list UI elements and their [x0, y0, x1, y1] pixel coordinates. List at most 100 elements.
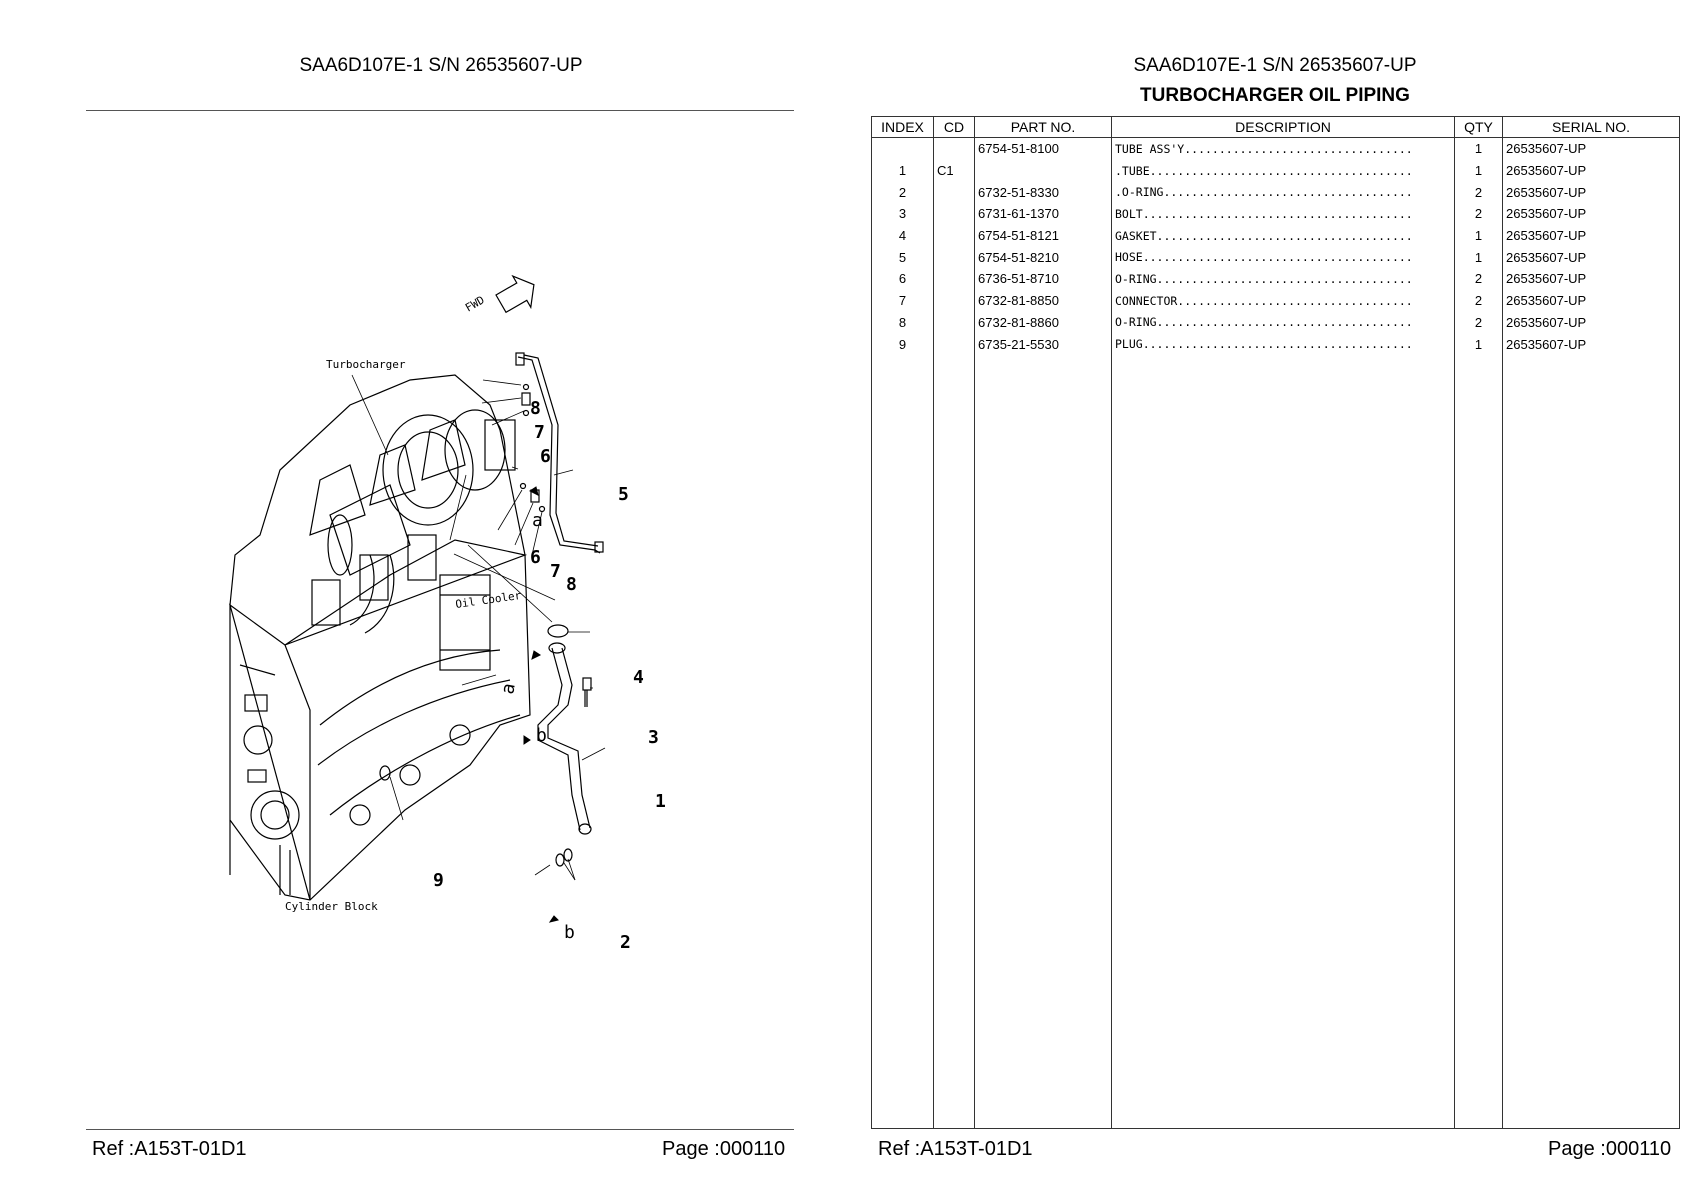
cell-serial: 26535607-UP [1502, 137, 1680, 160]
cell-qty: 1 [1454, 159, 1503, 182]
port-b-bottom-label: b [564, 922, 575, 943]
cell-qty: 2 [1454, 203, 1503, 225]
cell-index [871, 137, 934, 160]
left-header-divider [86, 110, 794, 111]
cell-index: 4 [871, 224, 934, 247]
turbocharger-drawing [327, 409, 516, 634]
callout-5: 5 [618, 484, 629, 505]
cell-index: 5 [871, 246, 934, 269]
table-row: 4 6754-51-8121 GASKET...................… [871, 224, 1680, 247]
left-page-number: Page :000110 [662, 1138, 786, 1160]
cell-cd [933, 246, 975, 269]
cell-description: BOLT....................................… [1111, 203, 1455, 225]
cell-qty: 2 [1454, 311, 1503, 334]
table-row: 1 C1 .TUBE..............................… [871, 159, 1680, 182]
callout-6-bottom: 6 [530, 547, 541, 568]
cell-description: PLUG....................................… [1111, 333, 1455, 355]
table-row: 2 6732-51-8330 .O-RING..................… [871, 181, 1680, 204]
table-row: 7 6732-81-8850 CONNECTOR................… [871, 289, 1680, 312]
table-row: 8 6732-81-8860 O-RING...................… [871, 311, 1680, 334]
cell-serial: 26535607-UP [1502, 268, 1680, 290]
cell-serial: 26535607-UP [1502, 181, 1680, 204]
table-row: 9 6735-21-5530 PLUG.....................… [871, 333, 1680, 355]
cell-description: .O-RING.................................… [1111, 181, 1455, 204]
cell-description: O-RING..................................… [1111, 311, 1455, 334]
oil-cooler-label: Oil Cooler [455, 589, 523, 611]
callout-8-bottom: 8 [566, 574, 577, 595]
section-title: TURBOCHARGER OIL PIPING [1140, 85, 1410, 106]
callout-2: 2 [620, 932, 631, 953]
cell-serial: 26535607-UP [1502, 224, 1680, 247]
callout-3: 3 [648, 727, 659, 748]
cell-qty: 2 [1454, 181, 1503, 204]
cell-cd: C1 [933, 159, 975, 182]
cell-index: 8 [871, 311, 934, 334]
cell-description: TUBE ASS'Y..............................… [1111, 137, 1455, 160]
port-a-side-label: a [497, 682, 520, 696]
cell-description: .TUBE...................................… [1111, 159, 1455, 182]
header-serial-no: SERIAL NO. [1502, 116, 1680, 138]
right-page-number: Page :000110 [1548, 1138, 1672, 1160]
cell-cd [933, 203, 975, 225]
cell-serial: 26535607-UP [1502, 311, 1680, 334]
table-row: 3 6731-61-1370 BOLT.....................… [871, 203, 1680, 225]
oil-cooler-drawing [439, 574, 491, 671]
header-description: DESCRIPTION [1111, 116, 1455, 138]
parts-table-header: INDEX CD PART NO. DESCRIPTION QTY SERIAL… [871, 116, 1680, 138]
callout-1: 1 [655, 791, 666, 812]
header-part-no: PART NO. [974, 116, 1112, 138]
cell-cd [933, 224, 975, 247]
cell-qty: 1 [1454, 224, 1503, 247]
right-ref: Ref :A153T-01D1 [878, 1138, 1033, 1160]
table-filler-row [871, 354, 1680, 1129]
cell-part-no: 6735-21-5530 [974, 333, 1112, 355]
table-row: 5 6754-51-8210 HOSE.....................… [871, 246, 1680, 269]
cell-serial: 26535607-UP [1502, 289, 1680, 312]
turbocharger-label: Turbocharger [326, 358, 406, 371]
table-row: 6754-51-8100 TUBE ASS'Y.................… [871, 137, 1680, 160]
cell-description: O-RING..................................… [1111, 268, 1455, 290]
cell-serial: 26535607-UP [1502, 203, 1680, 225]
tube-1-drawing [537, 647, 581, 831]
cell-part-no: 6732-51-8330 [974, 181, 1112, 204]
header-qty: QTY [1454, 116, 1503, 138]
fwd-arrow-icon [495, 274, 535, 314]
bolt-3-drawing [582, 677, 592, 707]
cell-cd [933, 268, 975, 290]
left-footer-divider [86, 1129, 794, 1130]
cell-part-no [974, 159, 1112, 182]
cell-index: 6 [871, 268, 934, 290]
cell-serial: 26535607-UP [1502, 333, 1680, 355]
fwd-label: FWD [463, 293, 487, 314]
port-a-top-label: a [532, 510, 543, 531]
cylinder-block-label: Cylinder Block [285, 900, 378, 913]
gasket-4-drawing [547, 624, 569, 638]
cell-qty: 1 [1454, 137, 1503, 160]
cell-part-no: 6754-51-8100 [974, 137, 1112, 160]
cell-part-no: 6732-81-8860 [974, 311, 1112, 334]
cell-cd [933, 289, 975, 312]
cell-index: 2 [871, 181, 934, 204]
callout-8-top: 8 [530, 398, 541, 419]
cell-index: 9 [871, 333, 934, 355]
cell-description: HOSE....................................… [1111, 246, 1455, 269]
header-index: INDEX [871, 116, 934, 138]
cell-cd [933, 181, 975, 204]
cylinder-block-drawing [228, 374, 531, 901]
cell-part-no: 6731-61-1370 [974, 203, 1112, 225]
cell-part-no: 6754-51-8210 [974, 246, 1112, 269]
cell-part-no: 6732-81-8850 [974, 289, 1112, 312]
cell-cd [933, 333, 975, 355]
callout-6-top: 6 [540, 446, 551, 467]
cell-description: CONNECTOR...............................… [1111, 289, 1455, 312]
table-row: 6 6736-51-8710 O-RING...................… [871, 268, 1680, 290]
cell-qty: 1 [1454, 333, 1503, 355]
header-cd: CD [933, 116, 975, 138]
cell-index: 3 [871, 203, 934, 225]
callout-9: 9 [433, 870, 444, 891]
callout-4: 4 [633, 667, 644, 688]
cell-qty: 2 [1454, 268, 1503, 290]
cell-serial: 26535607-UP [1502, 246, 1680, 269]
callout-7-top: 7 [534, 422, 545, 443]
cell-part-no: 6754-51-8121 [974, 224, 1112, 247]
